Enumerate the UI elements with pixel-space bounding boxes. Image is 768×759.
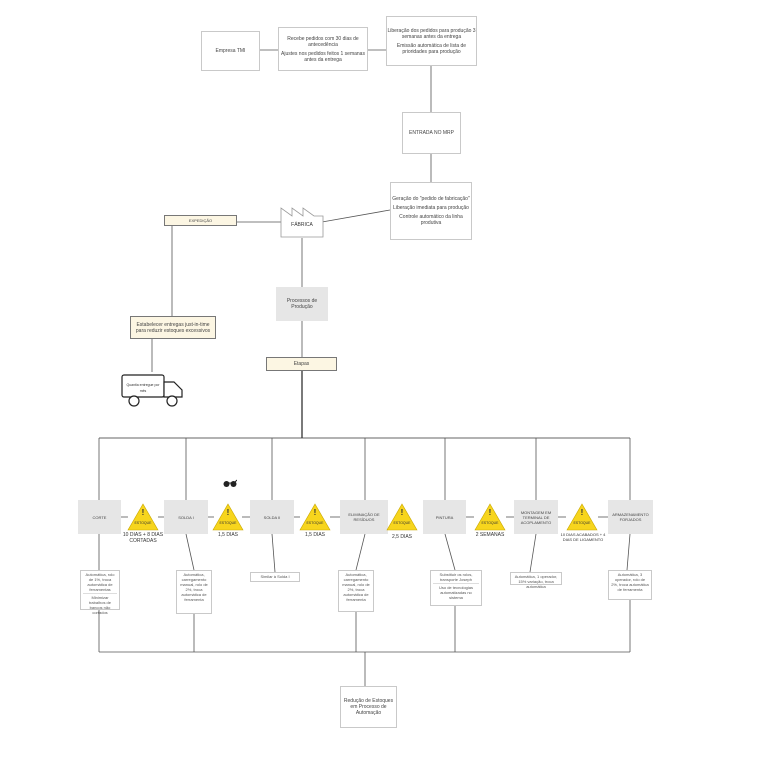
estoque-warning-icon: !ESTOQUE xyxy=(566,503,598,531)
truck-icon: Quantia entregue por mês xyxy=(120,372,184,408)
note-line: Automática, 1 operador, 15% variação, tr… xyxy=(514,574,558,589)
factory-icon: FÁBRICA xyxy=(280,202,324,238)
recebe-line-2: Ajustes nos pedidos feitos 1 semanas ant… xyxy=(281,50,365,63)
mrp-label: ENTRADA NO MRP xyxy=(408,130,454,136)
estoque-time: 1,5 DIAS xyxy=(217,532,238,538)
note-line: Automática, rolo de 1%, troca automática… xyxy=(85,572,115,592)
step-label: MONTAGEM EM TERMINAL DE ACOPLAMENTO xyxy=(520,509,552,525)
estoque-time: 2 SEMANAS xyxy=(475,532,505,538)
geracao-box: Geração do "pedido de fabricação" Libera… xyxy=(390,182,472,240)
estoque-warning-icon: !ESTOQUE xyxy=(212,503,244,531)
processos-box: Processos de Produção xyxy=(276,287,328,321)
estabelecer-box: Estabelecer entregas just-in-time para r… xyxy=(130,316,216,339)
estoque-label: ESTOQUE xyxy=(573,521,591,525)
note-solda-1: Automática, carregamento manual, rolo de… xyxy=(176,570,212,614)
estoque-time: 1,5 DIAS xyxy=(304,532,325,538)
step-solda-2: SOLDA II xyxy=(250,500,294,534)
estoque-time: 2,5 DIAS xyxy=(391,534,412,540)
note-armazenamento: Automática, 3 operador, rolo de 2%, troc… xyxy=(608,570,652,600)
liberacao-line-1: Liberação dos pedidos para produção 3 se… xyxy=(387,27,476,40)
estoque-warning-icon: !ESTOQUE xyxy=(127,503,159,531)
step-pintura: PINTURA xyxy=(423,500,466,534)
note-line: Automática, carregamento manual, rolo de… xyxy=(342,572,370,602)
estoque-warning-icon: !ESTOQUE xyxy=(299,503,331,531)
note-line: Automática, carregamento manual, rolo de… xyxy=(180,572,208,602)
note-pintura: Substituir os rolos, transporte Joseph U… xyxy=(430,570,482,606)
note-corte: Automática, rolo de 1%, troca automática… xyxy=(80,570,120,615)
recebe-line-1: Recebe pedidos com 30 dias de antecedênc… xyxy=(287,35,359,48)
geracao-line-1: Geração do "pedido de fabricação" xyxy=(392,196,470,202)
step-eliminacao: ELIMINAÇÃO DE RESÍDUOS xyxy=(340,500,388,534)
note-solda-2: Similar à Solda I xyxy=(250,572,300,582)
reducao-box: Redução de Estoques em Processo de Autom… xyxy=(340,686,397,728)
estoque-warning-icon: !ESTOQUE xyxy=(386,503,418,531)
liberacao-box: Liberação dos pedidos para produção 3 se… xyxy=(386,16,477,66)
step-corte: CORTE xyxy=(78,500,121,534)
mrp-box: ENTRADA NO MRP xyxy=(402,112,461,154)
step-montagem: MONTAGEM EM TERMINAL DE ACOPLAMENTO xyxy=(514,500,558,534)
estabelecer-label: Estabelecer entregas just-in-time para r… xyxy=(135,321,211,334)
recebe-box: Recebe pedidos com 30 dias de antecedênc… xyxy=(278,27,368,71)
step-label: ARMAZENAMENTO FORJADOS xyxy=(612,512,649,522)
step-label: SOLDA I xyxy=(178,514,194,520)
step-label: SOLDA II xyxy=(263,514,281,520)
estoque-label: ESTOQUE xyxy=(219,521,237,525)
etapas-label: Etapas xyxy=(293,361,310,367)
note-eliminacao: Automática, carregamento manual, rolo de… xyxy=(338,570,374,612)
note-line: Similar à Solda I xyxy=(260,574,290,579)
expedicao-label: EXPEDIÇÃO xyxy=(188,218,213,223)
empresa-box: Empresa TMI xyxy=(201,31,260,71)
liberacao-line-2: Emissão automática de lista de prioridad… xyxy=(396,42,467,55)
note-line: Automática, 3 operador, rolo de 2%, troc… xyxy=(611,572,649,592)
glasses-icon xyxy=(223,475,238,487)
step-solda-1: SOLDA I xyxy=(164,500,208,534)
estoque-label: ESTOQUE xyxy=(481,521,499,525)
geracao-line-3: Controle automático da linha produtiva xyxy=(399,214,463,226)
step-label: PINTURA xyxy=(435,514,454,520)
step-label: ELIMINAÇÃO DE RESÍDUOS xyxy=(348,512,380,522)
note-line: Substituir os rolos, transporte Joseph xyxy=(439,572,473,582)
estoque-warning-icon: !ESTOQUE xyxy=(474,503,506,531)
reducao-label: Redução de Estoques em Processo de Autom… xyxy=(343,698,394,716)
empresa-label: Empresa TMI xyxy=(215,48,246,54)
geracao-line-2: Liberação imediata para produção xyxy=(393,205,469,211)
note-line: Minimizar trabalhos de bancos não cortad… xyxy=(88,595,111,615)
truck-label: Quantia entregue por mês xyxy=(126,383,160,393)
estoque-label: ESTOQUE xyxy=(306,521,324,525)
step-label: CORTE xyxy=(92,514,107,520)
note-line: Uso de tecnologias automatizadas no sist… xyxy=(438,585,474,600)
factory-label: FÁBRICA xyxy=(291,222,313,228)
note-montagem: Automática, 1 operador, 15% variação, tr… xyxy=(510,572,562,589)
etapas-box: Etapas xyxy=(266,357,337,371)
estoque-label: ESTOQUE xyxy=(134,521,152,525)
step-armazenamento: ARMAZENAMENTO FORJADOS xyxy=(608,500,653,534)
estoque-time: 10 DIAS + 8 DIAS CORTADAS xyxy=(122,532,164,544)
processos-label: Processos de Produção xyxy=(286,298,318,310)
expedicao-box: EXPEDIÇÃO xyxy=(164,215,237,226)
estoque-label: ESTOQUE xyxy=(393,521,411,525)
estoque-time: 10 DIAS ACABADOS + 4 DIAS DE LIGAMENTO xyxy=(560,532,606,542)
